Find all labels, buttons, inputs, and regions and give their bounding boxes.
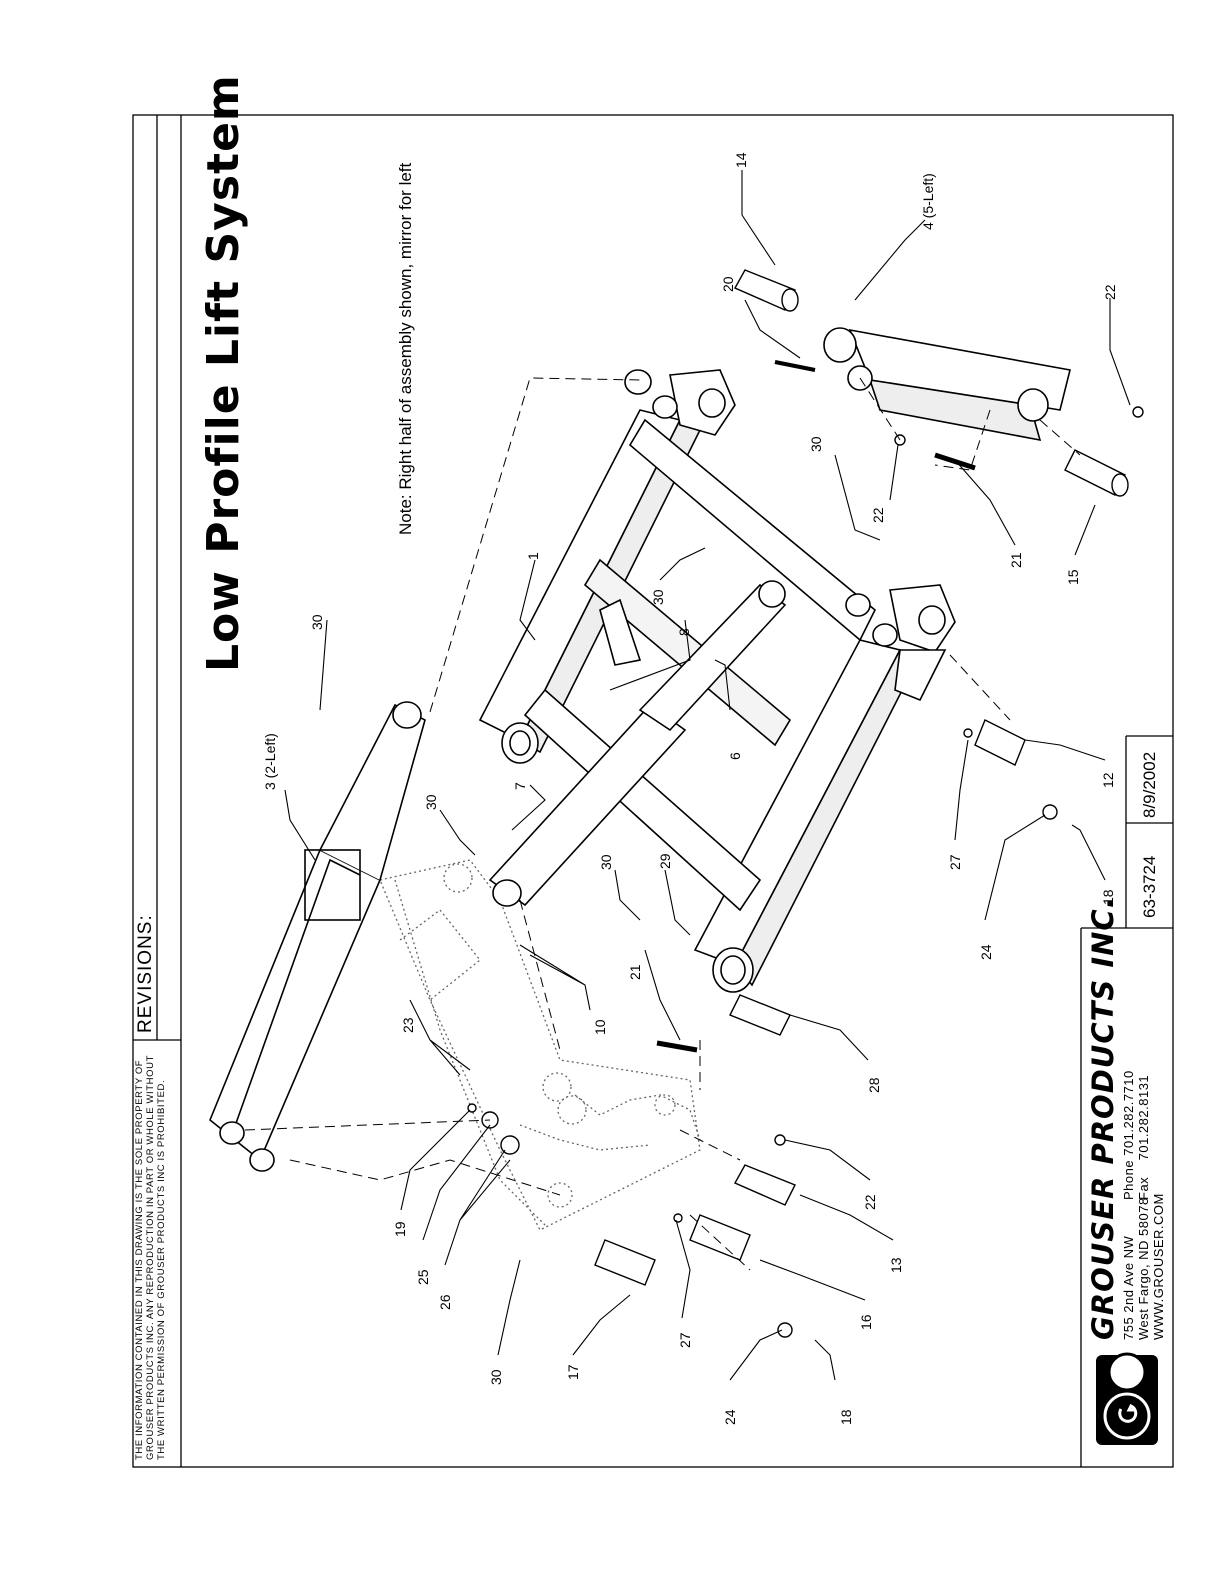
phone-number: 701.282.7710 xyxy=(1121,1070,1136,1156)
leader-lines xyxy=(284,170,1131,1381)
callout-21: 21 xyxy=(627,964,643,980)
lift-arm-3 xyxy=(209,701,426,1172)
callout-16: 16 xyxy=(858,1314,874,1330)
callout-30: 30 xyxy=(650,589,666,605)
callout-25: 25 xyxy=(415,1269,431,1285)
callout-3: 3 (2-Left) xyxy=(262,733,278,790)
fax-number: 701.282.8131 xyxy=(1136,1074,1151,1161)
phone-line: Phone 701.282.7710 xyxy=(1121,1070,1136,1200)
fax-line: Fax 701.282.8131 xyxy=(1136,1070,1151,1200)
callout-18: 18 xyxy=(838,1409,854,1425)
callout-10: 10 xyxy=(592,1019,608,1035)
callout-22: 22 xyxy=(862,1194,878,1210)
company-name: GROUSER PRODUCTS INC. xyxy=(1086,896,1120,1340)
callout-30: 30 xyxy=(808,436,824,452)
callout-13: 13 xyxy=(888,1257,904,1273)
pins-and-hardware xyxy=(467,269,1144,1338)
address-line: West Fargo, ND 58078 xyxy=(1136,1197,1151,1340)
callout-21: 21 xyxy=(1008,552,1024,568)
pin-13 xyxy=(734,1164,796,1206)
legal-line: THE INFORMATION CONTAINED IN THIS DRAWIN… xyxy=(134,1059,145,1460)
clevis-12 xyxy=(974,719,1026,766)
clevis-16 xyxy=(689,1214,751,1261)
drawing-frame xyxy=(132,114,1174,1468)
callout-14: 14 xyxy=(733,152,749,168)
legal-line: THE WRITTEN PERMISSION OF GROUSER PRODUC… xyxy=(156,1079,167,1460)
pin-28 xyxy=(729,994,791,1036)
fax-label: Fax xyxy=(1136,1176,1151,1200)
company-address: 755 2nd Ave NW West Fargo, ND 58078 WWW.… xyxy=(1121,1193,1166,1340)
pin-14 xyxy=(734,269,796,311)
callout-4: 4 (5-Left) xyxy=(920,173,936,230)
address-line: 755 2nd Ave NW xyxy=(1121,1235,1136,1340)
drawing-date: 8/9/2002 xyxy=(1140,751,1159,818)
legal-line: GROUSER PRODUCTS INC. ANY REPRODUCTION I… xyxy=(145,1055,156,1460)
callout-23: 23 xyxy=(400,1017,416,1033)
callout-19: 19 xyxy=(392,1221,408,1237)
callout-18: 18 xyxy=(1100,889,1116,905)
callout-28: 28 xyxy=(866,1077,882,1093)
callout-27: 27 xyxy=(677,1332,693,1348)
part-number: 63-3724 xyxy=(1140,855,1159,918)
legal-notice: THE INFORMATION CONTAINED IN THIS DRAWIN… xyxy=(134,1055,167,1460)
callout-27: 27 xyxy=(947,854,963,870)
pin-15 xyxy=(1064,449,1126,496)
callout-17: 17 xyxy=(565,1364,581,1380)
revisions-label: REVISIONS: xyxy=(135,914,156,1033)
callout-22: 22 xyxy=(1102,284,1118,300)
callout-12: 12 xyxy=(1100,772,1116,788)
callout-7: 7 xyxy=(512,782,528,790)
drawing-title: Low Profile Lift System xyxy=(198,74,249,672)
callout-29: 29 xyxy=(657,853,673,869)
callout-30: 30 xyxy=(309,614,325,630)
clevis-17 xyxy=(594,1239,656,1286)
side-plate-4 xyxy=(823,327,1071,442)
address-line: WWW.GROUSER.COM xyxy=(1151,1193,1166,1340)
callout-30: 30 xyxy=(423,794,439,810)
hydraulic-cylinder-6 xyxy=(488,580,787,907)
phone-label: Phone xyxy=(1121,1159,1136,1200)
callout-22: 22 xyxy=(870,507,886,523)
callout-26: 26 xyxy=(437,1294,453,1310)
phantom-mount-frame xyxy=(379,859,701,1231)
callout-1: 1 xyxy=(525,552,541,560)
callout-8: 8 xyxy=(676,628,692,636)
callout-6: 6 xyxy=(727,752,743,760)
callout-15: 15 xyxy=(1065,569,1081,585)
grouser-logo xyxy=(1096,1352,1158,1445)
callout-20: 20 xyxy=(720,276,736,292)
callout-30: 30 xyxy=(488,1369,504,1385)
main-lift-frame xyxy=(478,369,956,993)
callout-30: 30 xyxy=(598,854,614,870)
callout-24: 24 xyxy=(978,944,994,960)
assembly-lines xyxy=(244,377,1081,1271)
callout-24: 24 xyxy=(722,1409,738,1425)
company-contact: Phone 701.282.7710 Fax 701.282.8131 xyxy=(1121,1070,1151,1200)
drawing-note: Note: Right half of assembly shown, mirr… xyxy=(396,162,415,535)
